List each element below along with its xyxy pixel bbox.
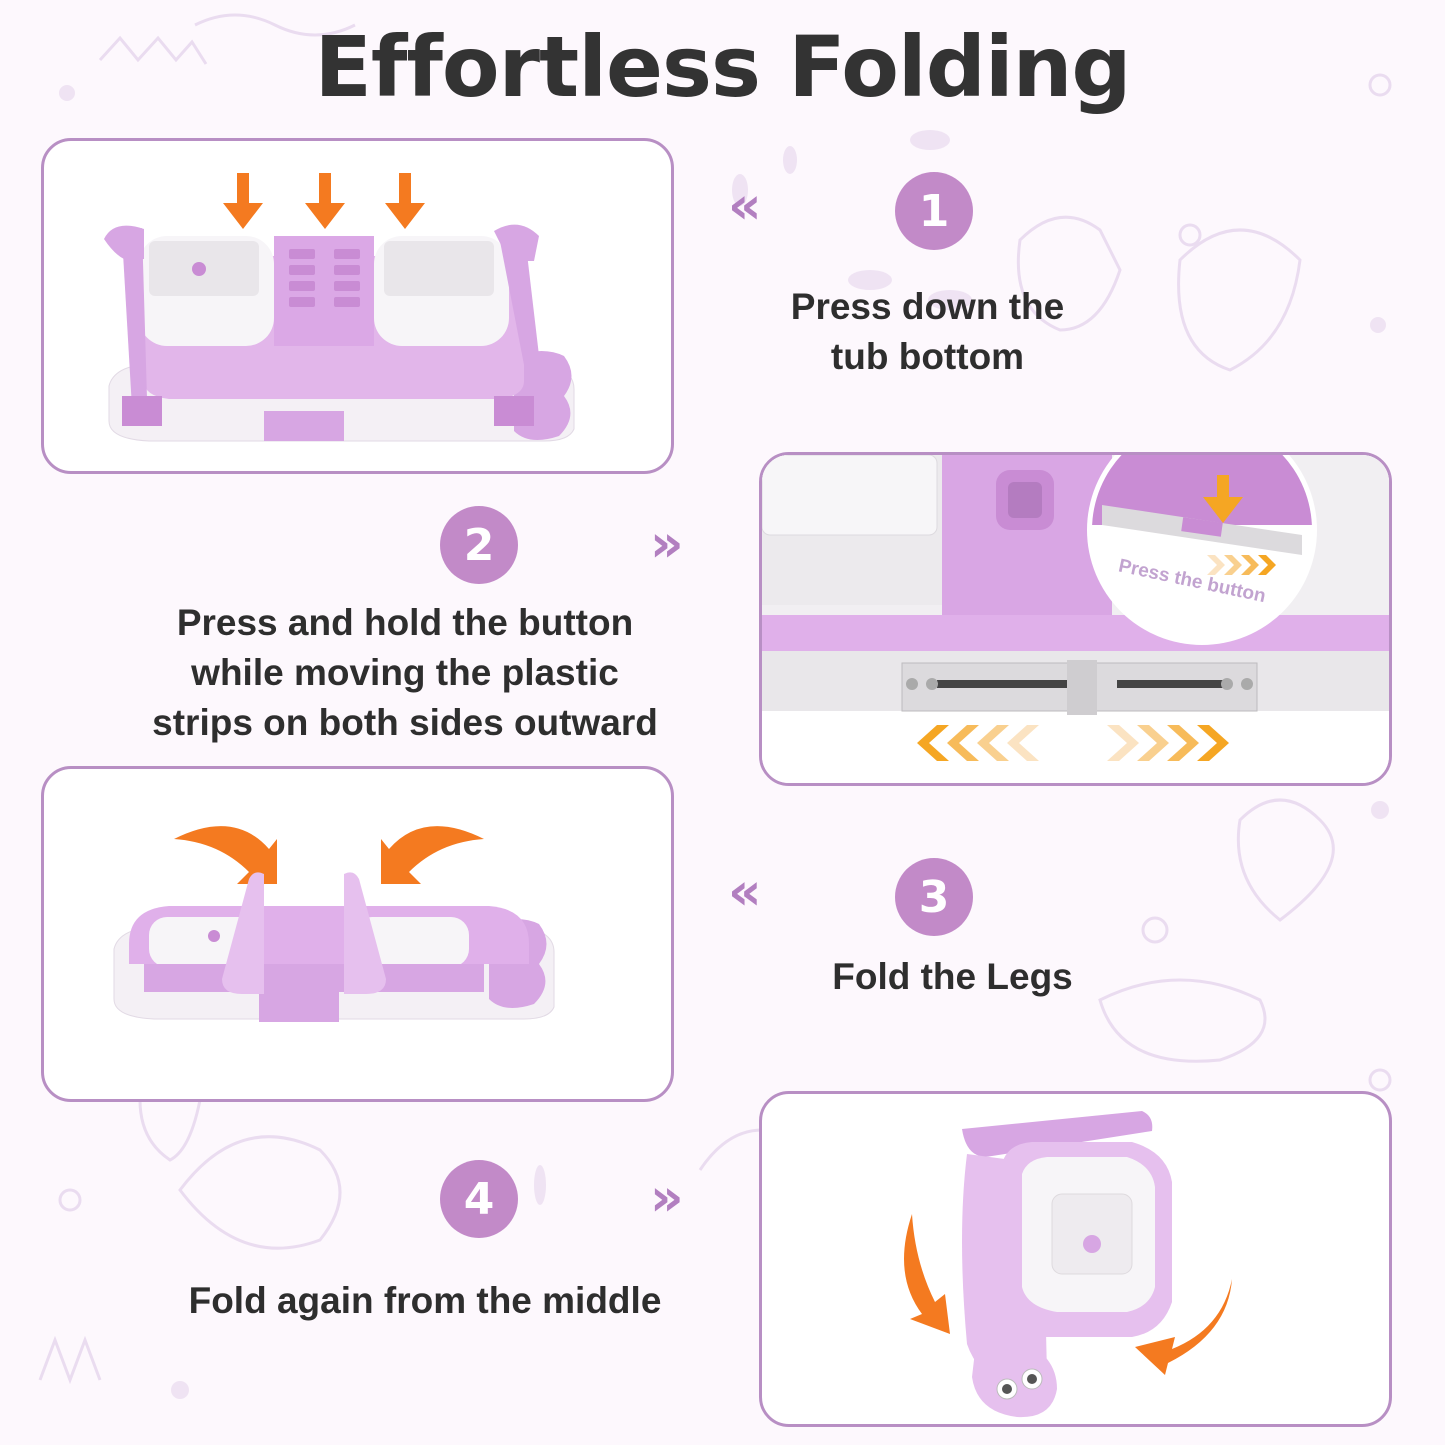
step-1-image-card xyxy=(41,138,674,474)
tub-pressed-down-illustration xyxy=(104,173,575,442)
curved-arrow-left-icon xyxy=(381,826,484,884)
legs-folding-illustration xyxy=(113,826,555,1022)
chevron-right-icon: » xyxy=(650,514,684,574)
chevron-left-icon: « xyxy=(728,862,762,922)
curved-arrow-down-right-icon xyxy=(1135,1279,1232,1375)
step-1-badge: 1 xyxy=(895,172,973,250)
step-1-text: Press down the tub bottom xyxy=(790,286,1065,377)
down-arrow-icons xyxy=(223,173,425,229)
step-4-badge: 4 xyxy=(440,1160,518,1238)
button-slider-closeup: Press the button xyxy=(762,455,1389,783)
step-2-image-card: Press the button xyxy=(759,452,1392,786)
step-3-badge: 3 xyxy=(895,858,973,936)
page-title: Effortless Folding xyxy=(314,18,1131,116)
step-2-badge: 2 xyxy=(440,506,518,584)
step-3-image-card xyxy=(41,766,674,1102)
outward-arrows-icon xyxy=(917,725,1229,761)
step-4-image-card xyxy=(759,1091,1392,1427)
chevron-left-icon: « xyxy=(728,176,762,236)
curved-arrow-right-icon xyxy=(174,826,277,884)
step-4-text: Fold again from the middle xyxy=(188,1280,662,1321)
chevron-right-icon: » xyxy=(650,1168,684,1228)
step-2-text: Press and hold the button while moving t… xyxy=(152,602,658,743)
step-3-text: Fold the Legs xyxy=(832,956,1073,997)
tub-folded-in-half-illustration xyxy=(904,1111,1232,1418)
curved-arrow-down-left-icon xyxy=(904,1214,950,1334)
